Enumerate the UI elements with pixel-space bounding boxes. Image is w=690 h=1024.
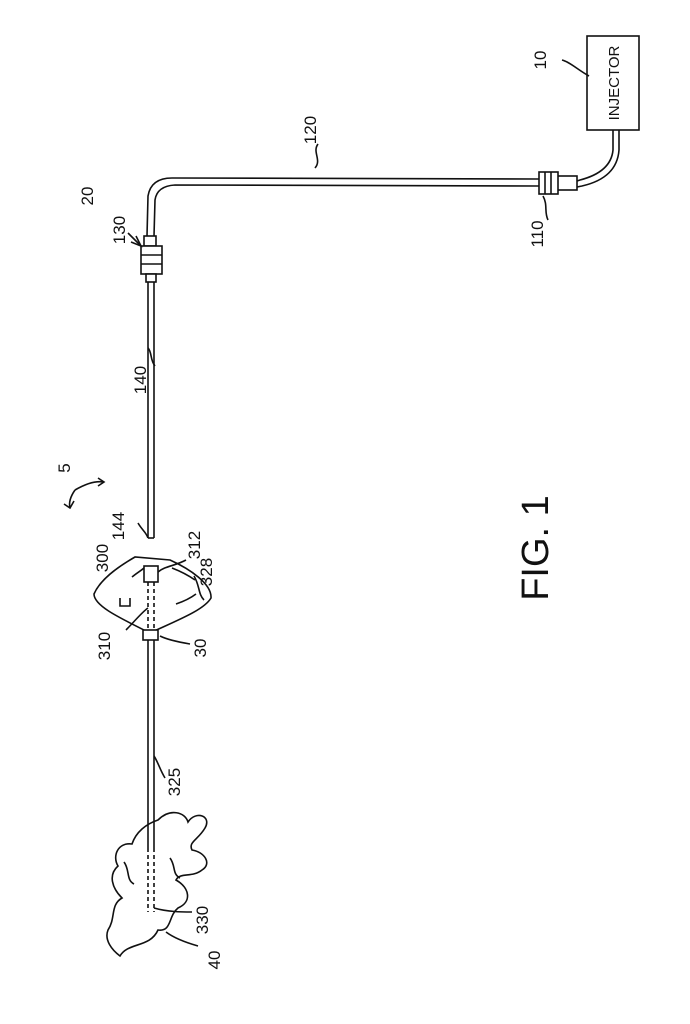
- label-130: 130: [110, 216, 129, 244]
- tubing-120: [146, 177, 540, 237]
- label-330: 330: [193, 906, 212, 934]
- label-10: 10: [531, 51, 550, 70]
- figure-caption: FIG. 1: [515, 495, 557, 601]
- label-120: 120: [301, 116, 320, 144]
- label-110: 110: [528, 220, 547, 247]
- label-30: 30: [191, 639, 210, 658]
- label-325: 325: [165, 768, 184, 796]
- label-40: 40: [205, 951, 224, 970]
- bone-tissue-40: [106, 811, 208, 958]
- label-140: 140: [131, 366, 150, 394]
- connector-130: [140, 235, 163, 283]
- label-144: 144: [109, 512, 128, 540]
- label-300: 300: [93, 544, 112, 572]
- label-20: 20: [78, 187, 97, 206]
- leader-lines: [63, 59, 590, 947]
- injector-text: INJECTOR: [606, 45, 623, 120]
- catheter-325: [147, 640, 155, 912]
- guide-hub-300: [93, 556, 212, 641]
- label-310: 310: [95, 632, 114, 660]
- label-312: 312: [185, 531, 204, 559]
- cannula-140: [147, 282, 155, 539]
- injector-box: INJECTOR: [586, 35, 640, 131]
- label-328: 328: [197, 558, 216, 586]
- injector-outlet-tube: [576, 130, 620, 188]
- label-5: 5: [55, 463, 74, 472]
- reference-labels: 10 120 110 20 130 140 5 144 300 312 328 …: [55, 51, 550, 970]
- connector-110: [538, 171, 578, 195]
